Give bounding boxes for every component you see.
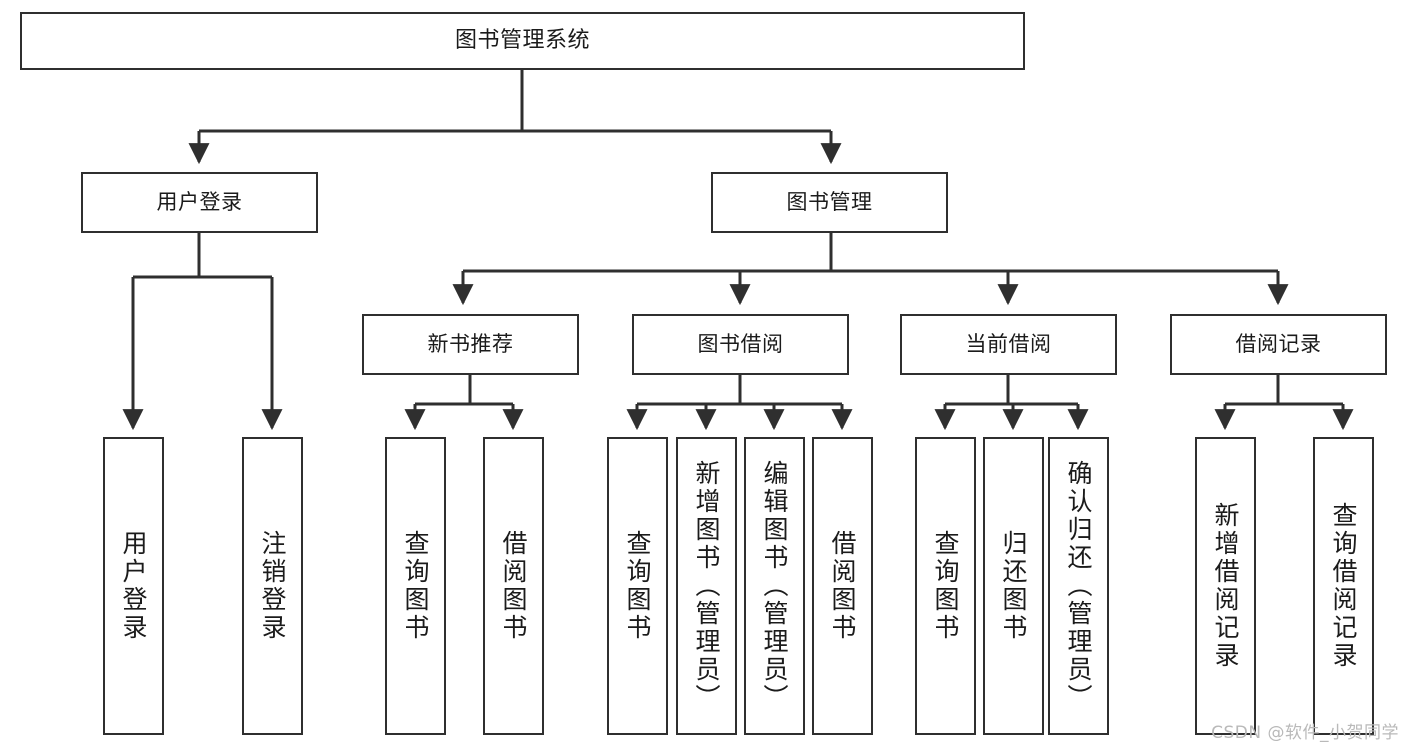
node-leaf-add-book[interactable]: 新增图书（管理员） [676,437,737,735]
node-leaf-borrow-book-1[interactable]: 借阅图书 [483,437,544,735]
node-leaf-user-login-label: 用户登录 [119,530,148,642]
node-root[interactable]: 图书管理系统 [20,12,1025,70]
node-leaf-add-record-label: 新增借阅记录 [1211,502,1240,670]
node-current-borrow-label: 当前借阅 [965,332,1052,357]
node-user-login-label: 用户登录 [156,190,243,215]
node-leaf-borrow-book-2[interactable]: 借阅图书 [812,437,873,735]
node-leaf-borrow-book-1-label: 借阅图书 [499,530,528,642]
node-leaf-return-book[interactable]: 归还图书 [983,437,1044,735]
node-leaf-query-record[interactable]: 查询借阅记录 [1313,437,1374,735]
node-new-book-recommend[interactable]: 新书推荐 [362,314,579,375]
node-leaf-query-book-2[interactable]: 查询图书 [607,437,668,735]
node-new-book-recommend-label: 新书推荐 [427,332,514,357]
node-leaf-confirm-return-label: 确认归还（管理员） [1064,460,1093,712]
node-leaf-add-record[interactable]: 新增借阅记录 [1195,437,1256,735]
node-current-borrow[interactable]: 当前借阅 [900,314,1117,375]
node-leaf-return-book-label: 归还图书 [999,530,1028,642]
node-leaf-query-book-2-label: 查询图书 [623,530,652,642]
node-leaf-edit-book-label: 编辑图书（管理员） [760,460,789,712]
node-leaf-confirm-return[interactable]: 确认归还（管理员） [1048,437,1109,735]
csdn-watermark: CSDN @软件_小贺同学 [1211,723,1399,743]
node-book-borrow[interactable]: 图书借阅 [632,314,849,375]
node-leaf-edit-book[interactable]: 编辑图书（管理员） [744,437,805,735]
node-leaf-user-login[interactable]: 用户登录 [103,437,164,735]
node-root-label: 图书管理系统 [454,28,590,54]
node-borrow-record[interactable]: 借阅记录 [1170,314,1387,375]
node-leaf-add-book-label: 新增图书（管理员） [692,460,721,712]
node-leaf-borrow-book-2-label: 借阅图书 [828,530,857,642]
node-book-manage[interactable]: 图书管理 [711,172,948,233]
node-leaf-query-record-label: 查询借阅记录 [1329,502,1358,670]
node-book-manage-label: 图书管理 [786,190,873,215]
node-user-login[interactable]: 用户登录 [81,172,318,233]
node-leaf-query-book-1-label: 查询图书 [401,530,430,642]
node-leaf-query-book-1[interactable]: 查询图书 [385,437,446,735]
node-leaf-logout-label: 注销登录 [258,530,287,642]
node-leaf-query-book-3-label: 查询图书 [931,530,960,642]
node-leaf-query-book-3[interactable]: 查询图书 [915,437,976,735]
node-leaf-logout[interactable]: 注销登录 [242,437,303,735]
node-book-borrow-label: 图书借阅 [697,332,784,357]
node-borrow-record-label: 借阅记录 [1235,332,1322,357]
